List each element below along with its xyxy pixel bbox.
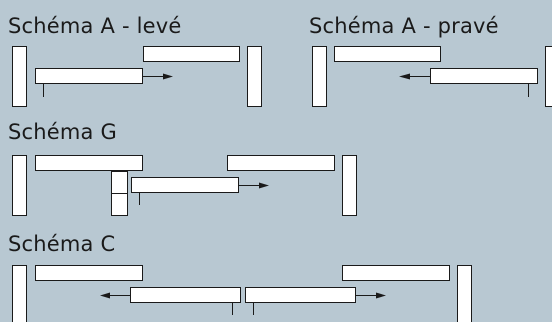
wall-panel xyxy=(334,46,441,62)
right-jamb xyxy=(247,46,262,107)
slide-direction-arrowhead xyxy=(399,73,410,80)
left-slide-direction-arrowhead xyxy=(100,292,110,299)
sliding-door-panel xyxy=(35,68,143,84)
left-sliding-door-panel xyxy=(130,287,241,303)
left-jamb xyxy=(312,46,327,107)
right-jamb xyxy=(342,155,357,216)
right-slide-direction-arrowhead xyxy=(376,292,386,299)
left-jamb xyxy=(12,265,27,322)
slide-direction-arrowhead xyxy=(163,73,173,80)
right-sliding-door-panel xyxy=(245,287,356,303)
scheme-a-left-diagram xyxy=(12,46,262,107)
fixed-panel xyxy=(35,155,143,171)
scheme-a-right-title: Schéma A - pravé xyxy=(309,14,499,38)
scheme-c-title: Schéma C xyxy=(8,232,116,256)
scheme-a-left-title: Schéma A - levé xyxy=(8,14,182,38)
scheme-a-right-diagram xyxy=(312,46,552,107)
wall-panel xyxy=(143,46,240,62)
scheme-g-diagram xyxy=(12,155,357,216)
sliding-door-panel xyxy=(131,177,239,193)
slide-direction-arrowhead xyxy=(259,182,269,189)
scheme-g-title: Schéma G xyxy=(8,120,117,144)
right-jamb xyxy=(545,46,552,107)
wall-panel xyxy=(227,155,335,171)
sliding-door-panel xyxy=(430,68,538,84)
scheme-c-diagram xyxy=(12,265,472,322)
right-jamb xyxy=(457,265,472,322)
right-wall-panel xyxy=(342,265,450,281)
left-jamb xyxy=(12,46,27,107)
left-jamb xyxy=(12,155,27,216)
left-wall-panel xyxy=(35,265,143,281)
